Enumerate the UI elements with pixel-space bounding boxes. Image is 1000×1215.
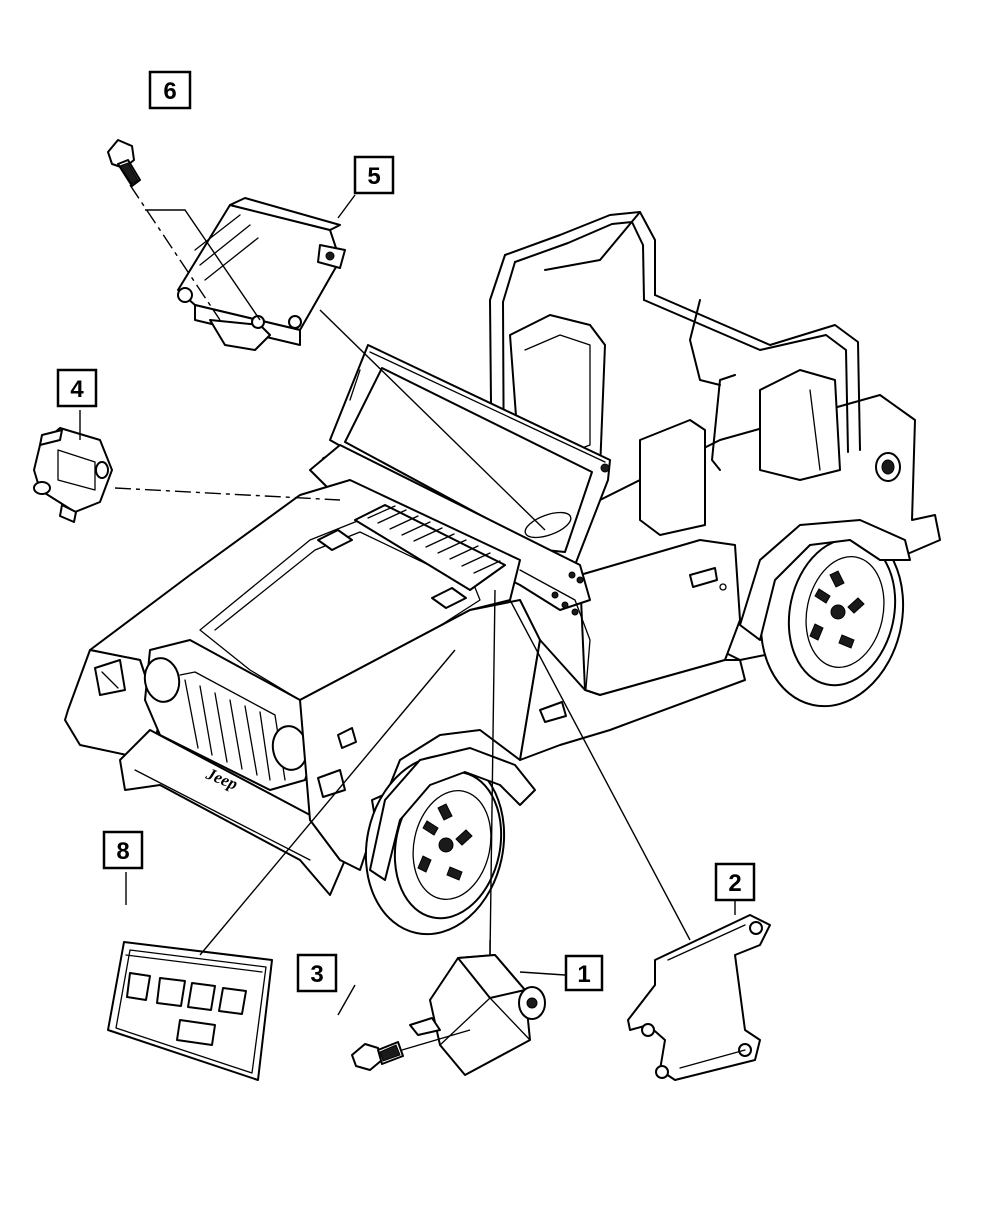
hood-vent-louvers <box>354 504 506 591</box>
bolt-part-6 <box>107 139 141 187</box>
bolt-part-3 <box>351 1041 404 1071</box>
svg-text:8: 8 <box>116 838 129 865</box>
callout-8: 8 <box>102 830 144 870</box>
callout-5: 5 <box>353 155 395 195</box>
front-grille <box>143 639 321 791</box>
airbag-control-module-part-5 <box>177 197 346 351</box>
svg-text:6: 6 <box>163 78 176 105</box>
leader-lines <box>79 184 736 1051</box>
callout-4: 4 <box>56 368 98 408</box>
svg-text:3: 3 <box>310 961 323 988</box>
callout-3: 3 <box>296 953 338 993</box>
jeep-vehicle-illustration: Jeep <box>64 211 941 936</box>
svg-text:1: 1 <box>577 961 590 988</box>
rear-wheel <box>759 522 905 708</box>
callout-6: 6 <box>148 70 192 110</box>
mounting-bracket-part-2 <box>627 914 771 1081</box>
callout-1: 1 <box>564 954 604 992</box>
svg-text:2: 2 <box>728 870 741 897</box>
sensor-module-part-1 <box>409 954 546 1076</box>
svg-text:5: 5 <box>367 163 380 190</box>
callout-2: 2 <box>714 862 756 902</box>
controller-module-part-8 <box>107 941 273 1081</box>
impact-sensor-part-4 <box>33 427 113 523</box>
svg-text:4: 4 <box>70 376 84 403</box>
